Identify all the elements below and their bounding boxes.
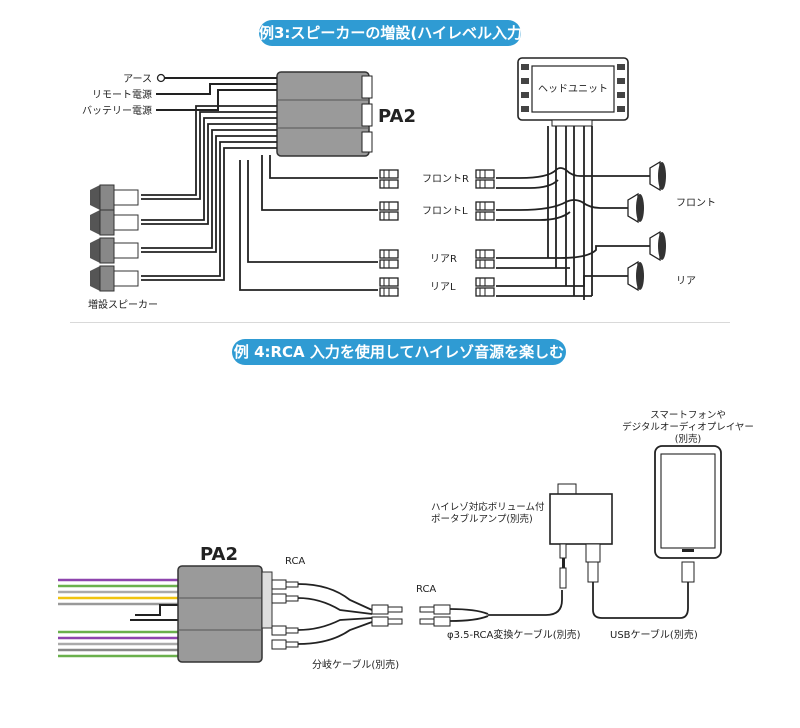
earth-label: アース (123, 74, 152, 85)
amp-channel-wires (239, 155, 378, 291)
front-speakers (627, 160, 666, 224)
pa2-amp-bottom (177, 565, 273, 663)
pa2-label-bottom: PA2 (200, 544, 238, 565)
rear-r-label: リアR (430, 254, 457, 265)
head-unit (517, 57, 629, 127)
extra-speakers (90, 184, 139, 292)
middle-rca-connectors (371, 604, 451, 627)
extra-speakers-label: 増設スピーカー (88, 298, 158, 311)
extra-speaker-wires (141, 105, 277, 281)
pa2-amp-top (276, 71, 373, 157)
portable-amp (549, 483, 613, 589)
example4-title: 例 4:RCA 入力を使用してハイレゾ音源を楽しむ (232, 339, 566, 365)
amp-rca-plugs (271, 579, 299, 650)
splitter-cable-label: 分岐ケーブル(別売) (312, 658, 399, 671)
usb-cable (592, 582, 689, 619)
rear-speakers (627, 230, 666, 292)
player-label-1: スマートフォンや (650, 410, 726, 421)
rear-label: リア (676, 276, 696, 287)
divider-top (70, 322, 730, 323)
player-label-2: デジタルオーディオプレイヤー (622, 421, 754, 433)
front-r-label: フロントR (422, 174, 469, 185)
pa2-label-top: PA2 (378, 106, 416, 127)
battery-power-label: バッテリー電源 (82, 104, 152, 117)
example3-diagram: PA2 アース リモート電源 バッテリー電源 増設スピーカー (82, 57, 716, 311)
front-l-label: フロントL (422, 206, 468, 217)
rca-label-upper: RCA (285, 556, 305, 567)
front-label: フロント (676, 198, 716, 209)
conversion-cable (449, 590, 563, 622)
remote-power-label: リモート電源 (92, 88, 152, 101)
portable-amp-label-1: ハイレゾ対応ボリューム付 (431, 501, 545, 513)
usb-cable-label: USBケーブル(別売) (610, 628, 698, 641)
smartphone (654, 445, 722, 583)
conversion-cable-label: φ3.5-RCA変換ケーブル(別売) (447, 628, 581, 641)
rear-l-label: リアL (430, 282, 456, 293)
rca-label-middle: RCA (416, 584, 436, 595)
power-wires (156, 73, 277, 111)
portable-amp-label-2: ポータブルアンプ(別売) (431, 513, 533, 525)
example3-title: 例3:スピーカーの増設(ハイレベル入力) (259, 20, 529, 46)
harness-wires (58, 578, 178, 658)
head-unit-wires (496, 126, 660, 300)
player-label-3: (別売) (675, 433, 701, 445)
splitter-cables (297, 583, 373, 645)
head-unit-label: ヘッドユニット (538, 84, 608, 95)
